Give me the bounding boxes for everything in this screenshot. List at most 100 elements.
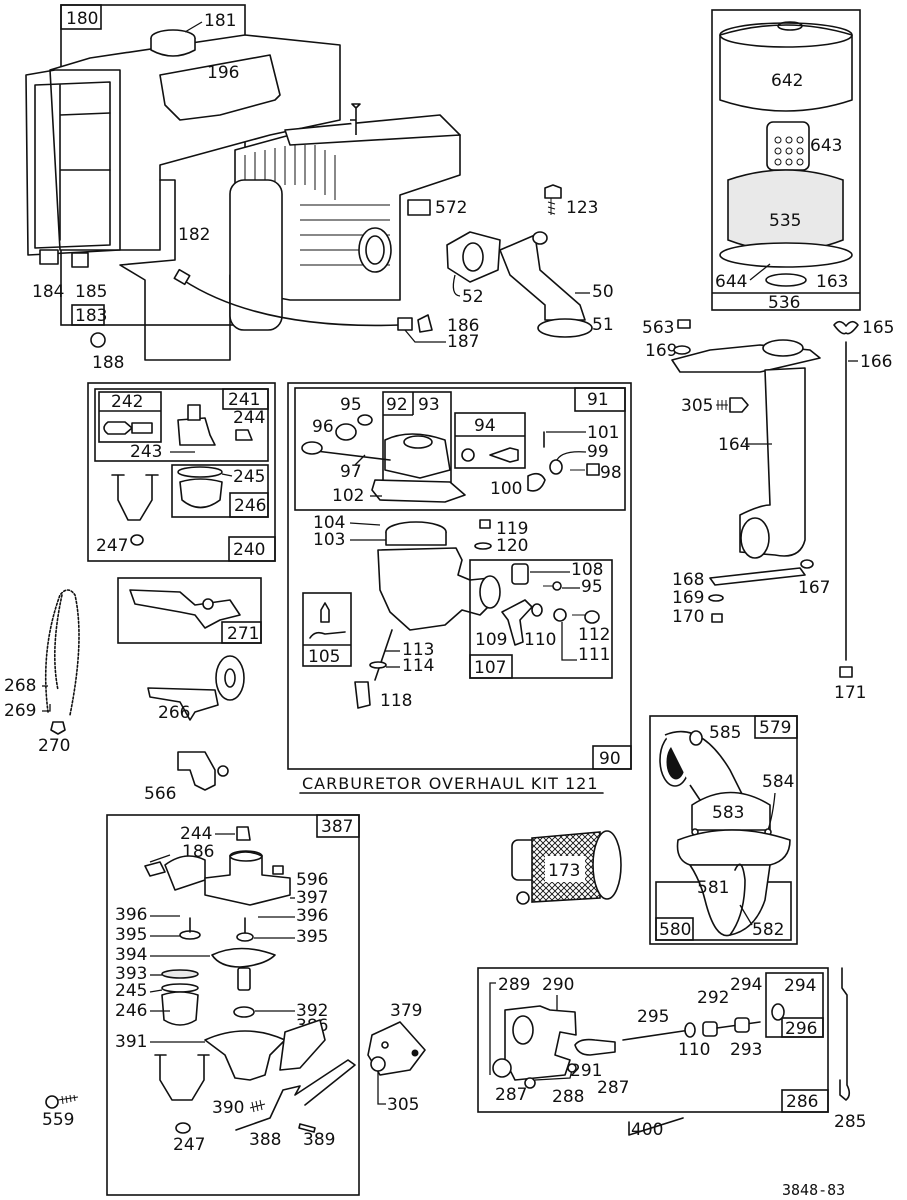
- part-label-241: 241: [228, 390, 260, 410]
- part-label-108: 108: [571, 560, 603, 580]
- part-label-173: 173: [548, 861, 580, 881]
- part-label-114: 114: [402, 656, 434, 676]
- part-label-90: 90: [599, 749, 621, 769]
- part-label-395b: 395: [296, 927, 328, 947]
- part-label-288: 288: [552, 1087, 584, 1107]
- label-box-183: [71, 304, 105, 326]
- group-box-105: [302, 592, 352, 667]
- part-label-287b: 287: [597, 1078, 629, 1098]
- bail-247: [111, 474, 159, 521]
- part-label-289: 289: [498, 975, 530, 995]
- intake-elbow-50: [499, 234, 586, 321]
- part-label-109: 109: [475, 630, 507, 650]
- part-label-110b: 110: [678, 1040, 710, 1060]
- part-label-387: 387: [321, 817, 353, 837]
- part-label-102: 102: [332, 486, 364, 506]
- part-label-247a: 247: [96, 536, 128, 556]
- part-label-581: 581: [697, 878, 729, 898]
- part-label-188: 188: [92, 353, 124, 373]
- part-label-167: 167: [798, 578, 830, 598]
- sediment-bowl-246: [179, 478, 223, 509]
- clip-184: [39, 249, 59, 265]
- part-label-583: 583: [712, 803, 744, 823]
- part-label-120: 120: [496, 536, 528, 556]
- part-label-536: 536: [768, 293, 800, 313]
- throttle-bracket: [129, 589, 241, 629]
- part-label-245b: 245: [115, 981, 147, 1001]
- bail-247b: [154, 1054, 210, 1101]
- shutoff-valve-243: [177, 417, 216, 446]
- group-box-91: [294, 387, 626, 511]
- part-label-305a: 305: [681, 396, 713, 416]
- label-box-242: [98, 391, 162, 443]
- part-label-294a: 294: [730, 975, 762, 995]
- part-label-268: 268: [4, 676, 36, 696]
- part-label-596: 596: [296, 870, 328, 890]
- misc-parts: 559 379 305 173: [42, 830, 622, 1130]
- part-label-396a: 396: [115, 905, 147, 925]
- part-label-293: 293: [730, 1040, 762, 1060]
- part-label-246b: 246: [115, 1001, 147, 1021]
- part-label-392: 392: [296, 1001, 328, 1021]
- engine-block-group: 572 186 187 52 50 51 123: [173, 103, 614, 352]
- part-label-166: 166: [860, 352, 892, 372]
- part-label-246a: 246: [234, 496, 266, 516]
- carburetor-kit-caption: CARBURETOR OVERHAUL KIT 121: [302, 774, 599, 793]
- part-label-240: 240: [233, 540, 265, 560]
- part-label-244a: 244: [233, 408, 265, 428]
- wing-nut-165: [833, 320, 859, 335]
- nut-171: [839, 666, 853, 678]
- part-label-97: 97: [340, 462, 362, 482]
- part-label-104: 104: [313, 513, 345, 533]
- part-label-287a: 287: [495, 1085, 527, 1105]
- group-box-387: [106, 814, 360, 1196]
- part-label-295: 295: [637, 1007, 669, 1027]
- pump-gasket-386: [279, 1019, 326, 1071]
- group-box-241: [94, 388, 269, 462]
- part-label-270: 270: [38, 736, 70, 756]
- part-label-291: 291: [570, 1061, 602, 1081]
- part-label-290: 290: [542, 975, 574, 995]
- part-label-642: 642: [771, 71, 803, 91]
- part-label-169b: 169: [672, 588, 704, 608]
- part-label-572: 572: [435, 198, 467, 218]
- control-rod-295: [622, 1029, 691, 1041]
- float-needle: [320, 602, 330, 623]
- fuel-line: [182, 279, 401, 327]
- part-label-113: 113: [402, 640, 434, 660]
- control-bracket-290: [504, 1005, 577, 1081]
- part-label-50: 50: [592, 282, 614, 302]
- governor-lever-266: [147, 687, 219, 721]
- diaphragm-394: [211, 947, 276, 968]
- part-label-566: 566: [144, 784, 176, 804]
- governor-group: 268 269 270 266 566: [4, 589, 245, 804]
- choke-rod-285: [839, 967, 851, 1101]
- part-label-182: 182: [178, 225, 210, 245]
- screw-559: [45, 1095, 59, 1109]
- part-label-244b: 244: [180, 824, 212, 844]
- washer-163: [765, 273, 807, 287]
- part-label-94: 94: [474, 416, 496, 436]
- intake-port: [358, 227, 392, 273]
- screw-289: [492, 1058, 512, 1078]
- part-label-180: 180: [66, 9, 98, 29]
- valve-392: [233, 1006, 255, 1018]
- part-label-181: 181: [204, 11, 236, 31]
- part-label-101: 101: [587, 423, 619, 443]
- nut-270: [50, 721, 66, 735]
- part-label-187: 187: [447, 332, 479, 352]
- fuel-tank-group: 180 181 196 182 184 185 183 188: [25, 4, 341, 373]
- part-label-393: 393: [115, 964, 147, 984]
- part-label-396b: 396: [296, 906, 328, 926]
- part-label-118: 118: [380, 691, 412, 711]
- part-label-559: 559: [42, 1110, 74, 1130]
- part-label-107: 107: [474, 658, 506, 678]
- air-horn-group: 563 169 164 305 168 169 170 167 165 166 …: [642, 318, 894, 703]
- part-label-51: 51: [592, 315, 614, 335]
- part-label-91: 91: [587, 390, 609, 410]
- group-box-536: [711, 9, 861, 311]
- part-label-292: 292: [697, 988, 729, 1008]
- part-label-247b: 247: [173, 1135, 205, 1155]
- throttle-lever-109: [501, 599, 533, 646]
- air-cleaner-group: 536 642 643 535 644 163: [711, 9, 861, 313]
